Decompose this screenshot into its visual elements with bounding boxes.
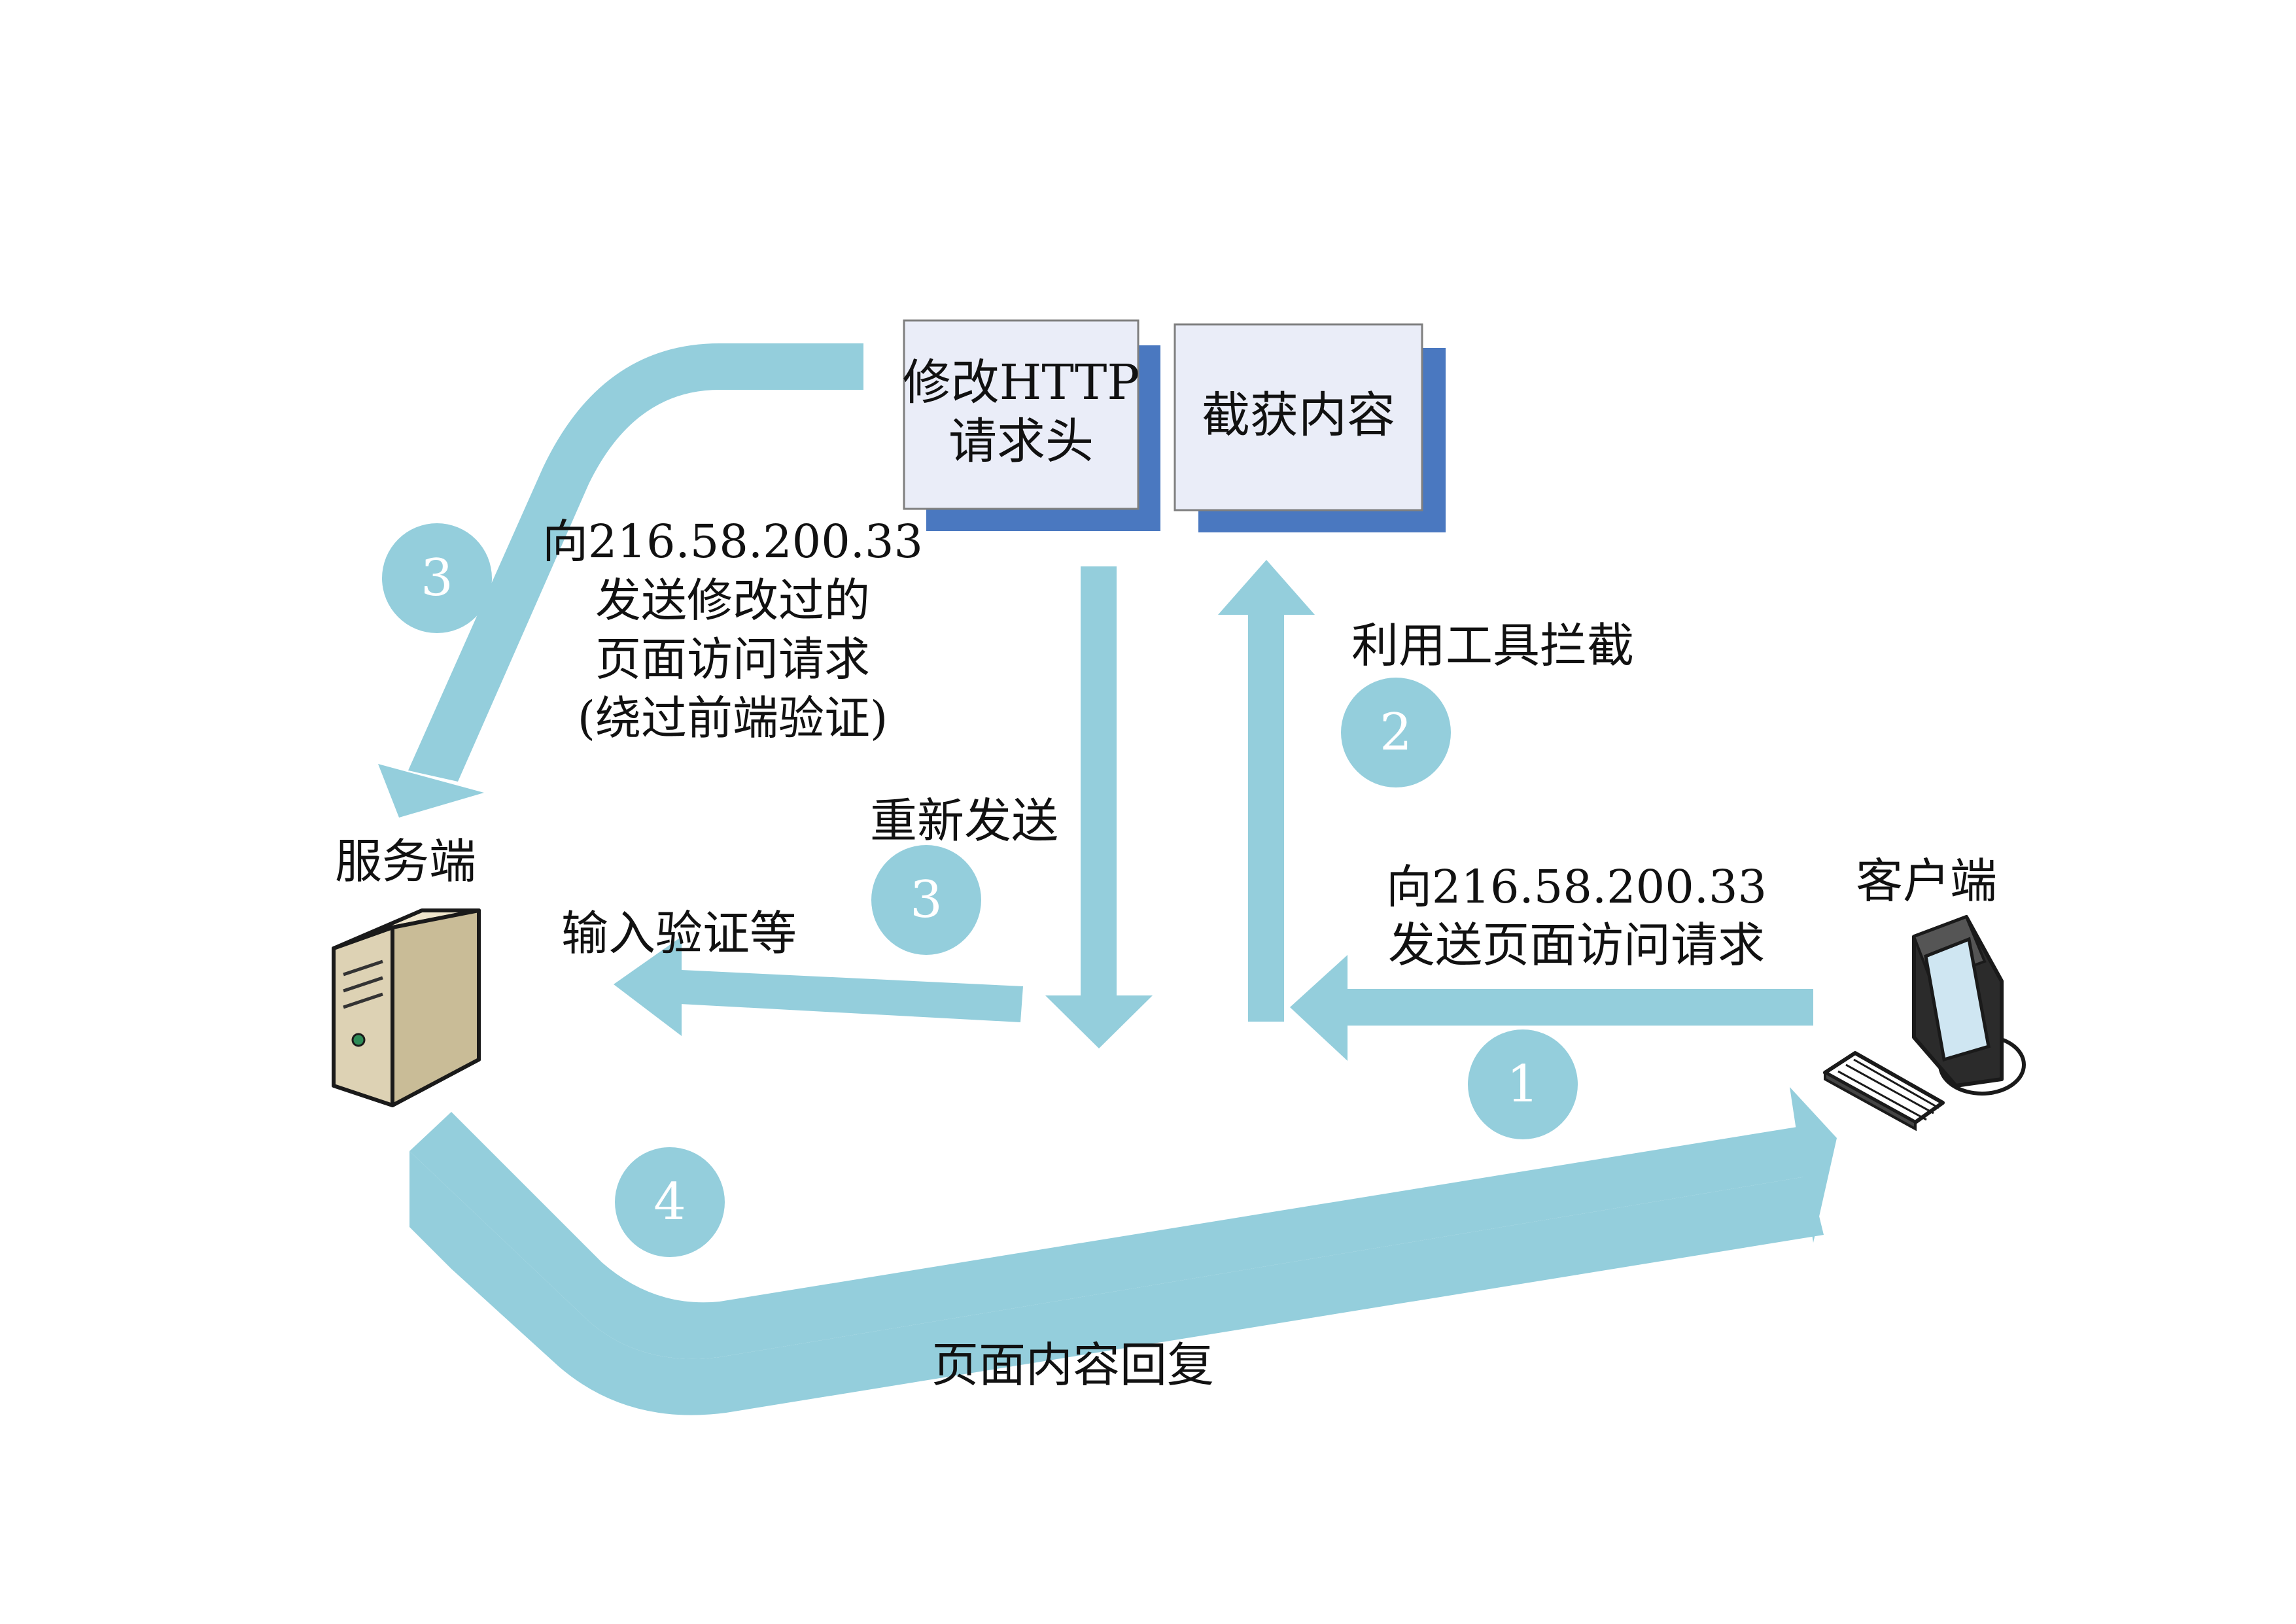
arrow-step3-to-server [378,343,863,818]
server-label: 服务端 [335,834,476,889]
step2-number: 2 [1380,703,1412,762]
step1-request-line1: 向216.58.200.33 [1386,860,1767,914]
server-icon [332,908,481,1107]
modify-header-box: 修改HTTP 请求头 [903,319,1160,531]
step3-request-line2: 发送修改过的 [595,574,870,627]
computer-icon [1823,915,2026,1132]
step3-number-left: 3 [421,549,453,608]
arrow-intercept-up [1218,560,1315,1022]
modify-header-box-line1: 修改HTTP [903,354,1139,411]
step3-input-validation-label: 输入验证等 [561,906,797,961]
client-label: 客户端 [1856,854,1997,908]
modify-header-box-line2: 请求头 [948,413,1094,470]
step3-resend-label: 重新发送 [870,793,1058,848]
step2-circle: 2 [1341,678,1451,787]
step3-circle-middle: 3 [871,845,981,955]
step3-request-line1: 向216.58.200.33 [542,515,923,568]
intercept-content-box: 截获内容 [1174,323,1446,532]
arrow-step4-response [409,1087,1837,1415]
step3-request-line4: (绕过前端验证) [578,691,888,745]
intercept-content-box-label: 截获内容 [1202,387,1395,443]
step1-request-line2: 发送页面访问请求 [1388,918,1765,973]
arrow-input-validation-left [614,937,1023,1036]
arrow-step1-left [1290,955,1813,1061]
modify-header-box-body [903,319,1139,510]
step3-request-line3: 页面访问请求 [595,632,870,686]
step4-label: 页面内容回复 [931,1338,1214,1392]
step4-circle: 4 [615,1147,725,1257]
step2-label: 利用工具拦截 [1351,618,1634,673]
step3-circle-left: 3 [382,523,492,633]
intercept-content-box-body [1174,323,1423,511]
step1-circle: 1 [1468,1029,1578,1139]
step4-number: 4 [653,1173,686,1232]
arrow-resend-down [1045,566,1153,1048]
step1-number: 1 [1506,1055,1539,1114]
step3-number-middle: 3 [910,871,943,929]
